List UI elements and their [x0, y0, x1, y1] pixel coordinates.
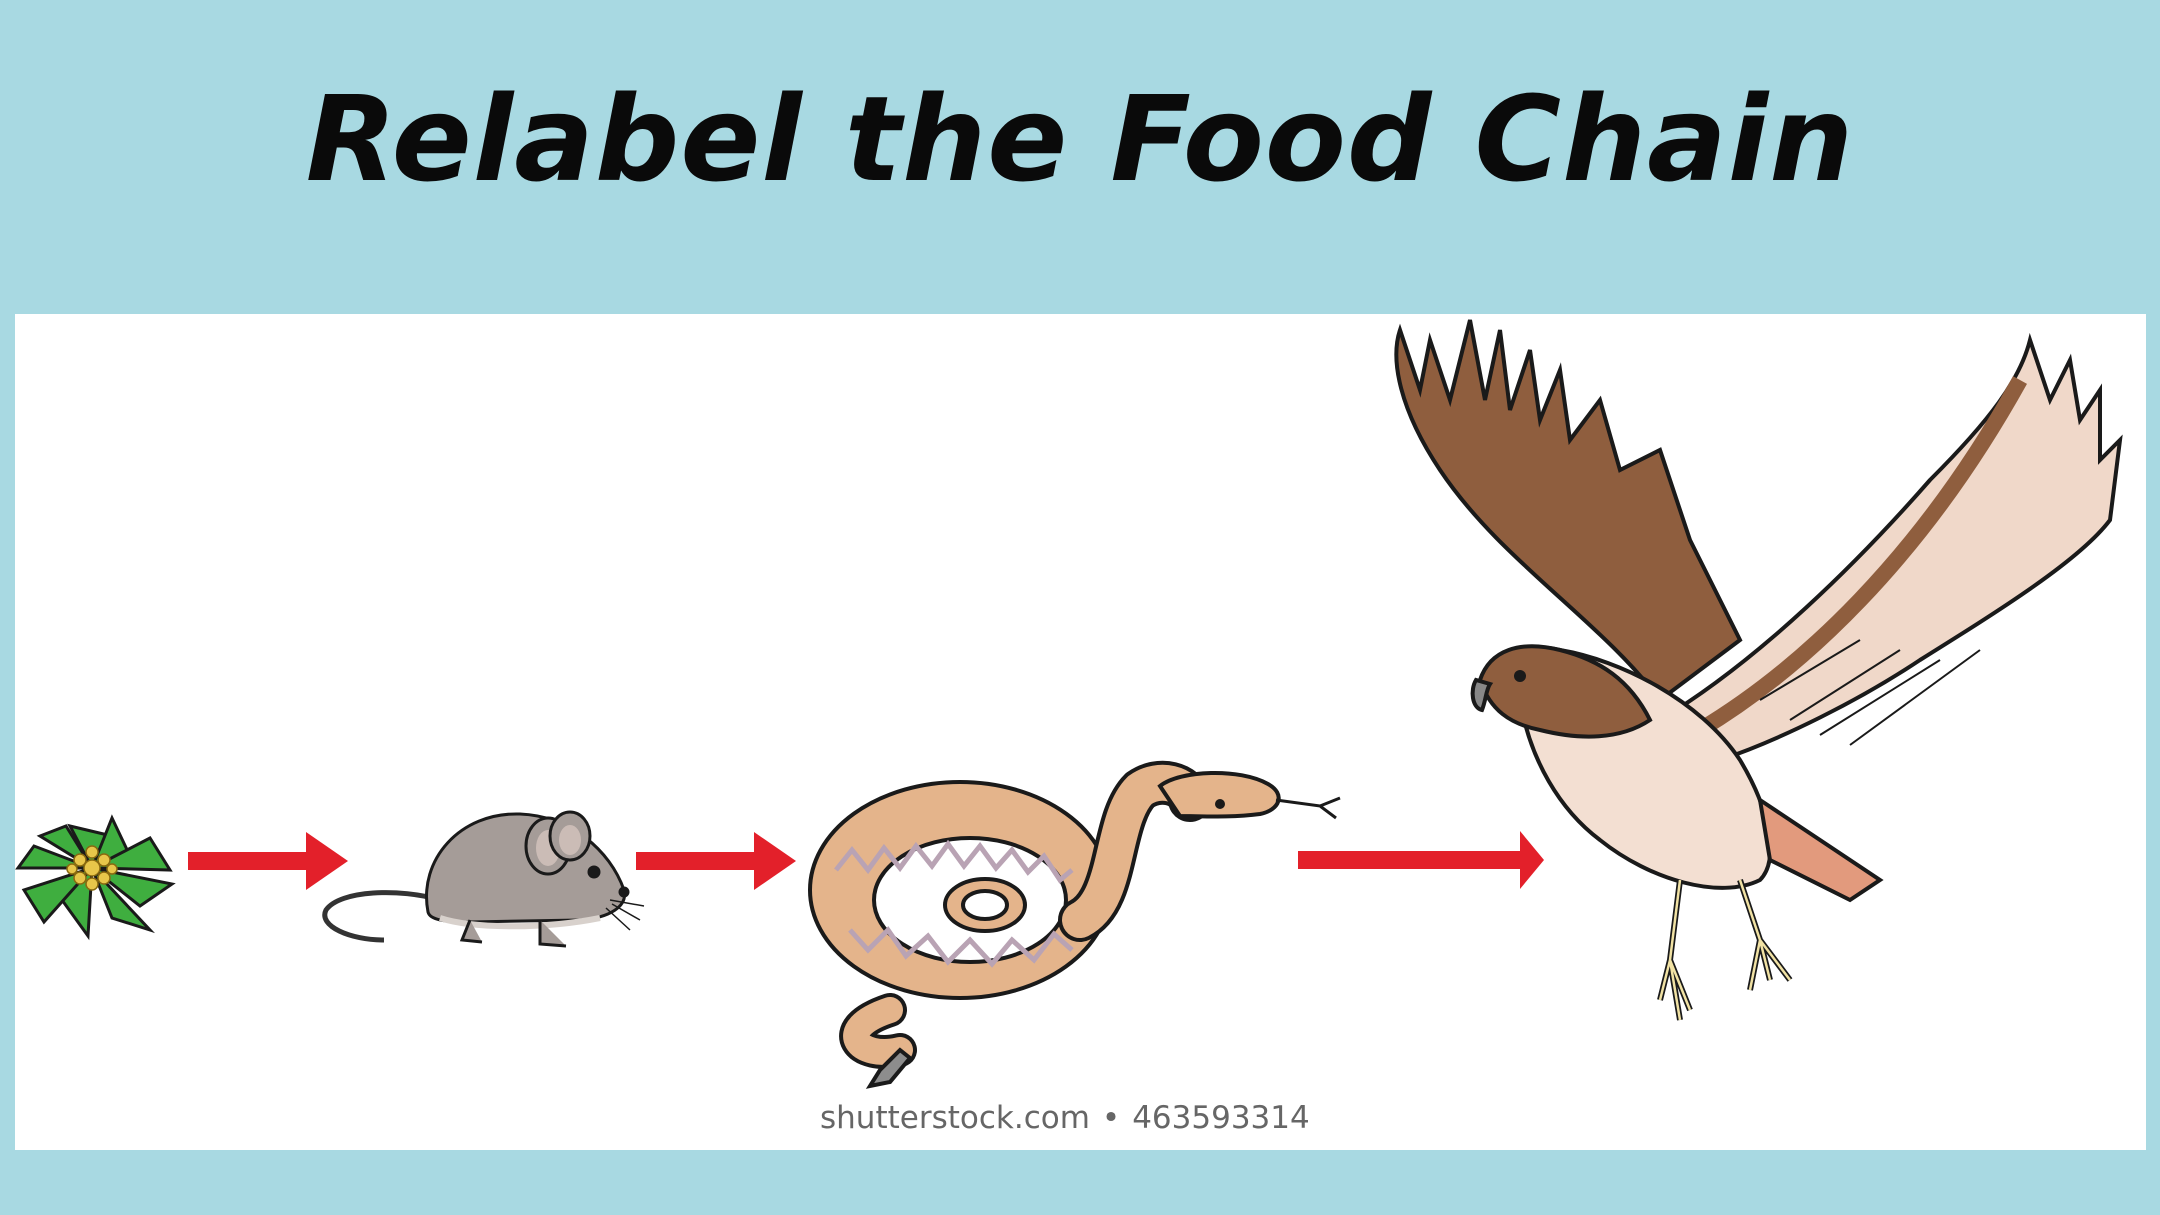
- watermark-image-number: 463593314: [1132, 1100, 1310, 1136]
- watermark-site: shutterstock.com: [820, 1100, 1090, 1136]
- arrow-2: [636, 832, 796, 890]
- snake-icon: [808, 760, 1341, 1089]
- arrow-3: [1298, 831, 1544, 889]
- watermark: shutterstock.com • 463593314: [820, 1100, 1310, 1136]
- flower-icon: [15, 814, 176, 941]
- mouse-icon: [322, 810, 645, 948]
- hawk-icon: [1394, 319, 2123, 1021]
- arrow-1: [188, 832, 348, 890]
- slide-title: Relabel the Food Chain: [305, 70, 1855, 208]
- watermark-separator: •: [1101, 1100, 1121, 1136]
